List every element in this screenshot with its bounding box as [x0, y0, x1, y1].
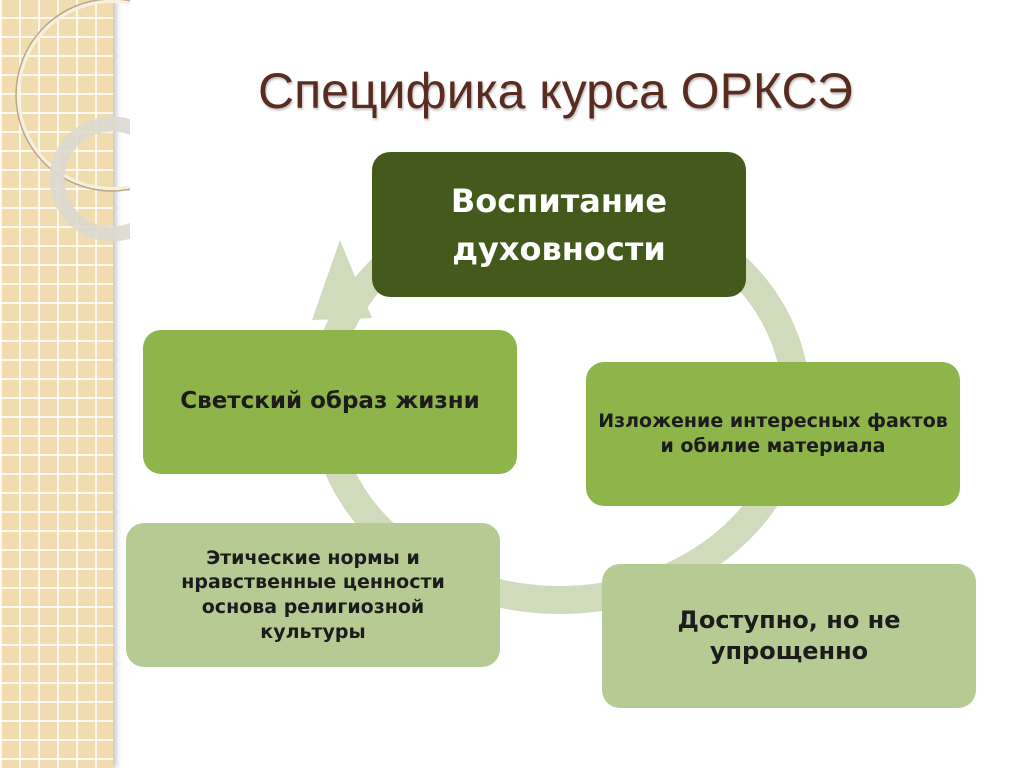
arrow-head-icon	[312, 240, 372, 320]
node-spiritual-education: Воспитание духовности	[372, 152, 746, 297]
node-label: Этические нормы и нравственные ценности …	[181, 546, 445, 643]
slide-title: Специфика курса ОРКСЭ	[258, 63, 853, 119]
node-secular-lifestyle: Светский образ жизни	[143, 330, 517, 474]
node-ethical-norms: Этические нормы и нравственные ценности …	[126, 523, 500, 667]
node-label: Воспитание духовности	[450, 181, 668, 268]
node-label: Доступно, но не упрощенно	[677, 605, 901, 665]
node-interesting-facts: Изложение интересных фактов и обилие мат…	[586, 362, 960, 506]
decorative-circles	[15, 0, 130, 242]
node-label: Светский образ жизни	[180, 388, 480, 415]
node-label: Изложение интересных фактов и обилие мат…	[598, 410, 948, 457]
node-accessible: Доступно, но не упрощенно	[602, 564, 976, 708]
